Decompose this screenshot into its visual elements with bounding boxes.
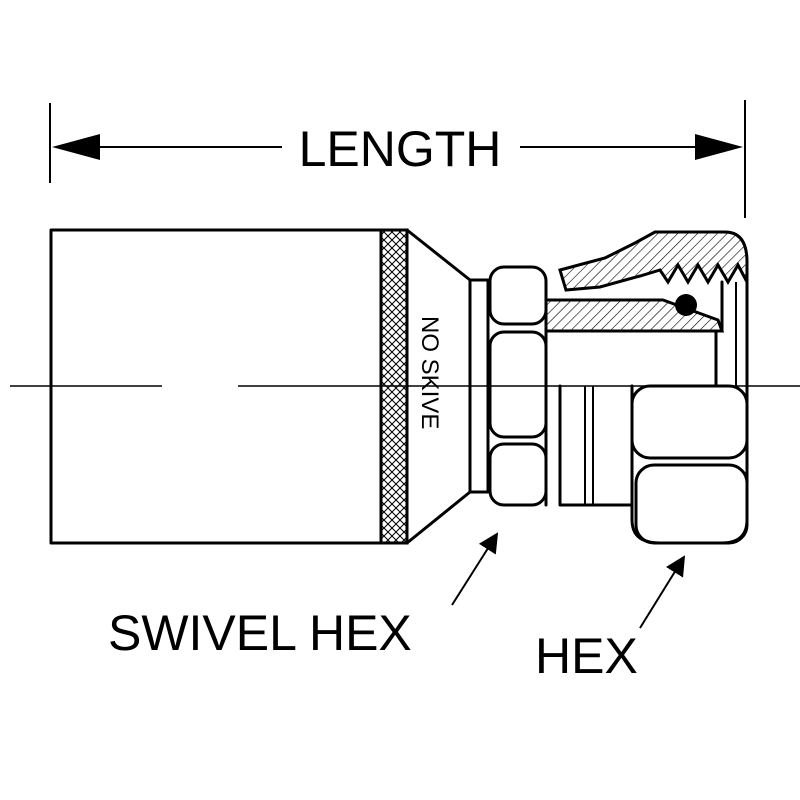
section-cutaway — [544, 230, 749, 333]
length-label: LENGTH — [299, 121, 502, 177]
hex-callout: HEX — [535, 555, 686, 684]
stem — [544, 329, 722, 507]
hex-label: HEX — [535, 628, 638, 684]
no-skive-label: NO SKIVE — [416, 316, 443, 429]
stem-bore — [544, 329, 634, 507]
length-arrow-right — [695, 134, 743, 160]
hex-leader — [639, 555, 686, 629]
hex-face-lower — [634, 463, 749, 545]
length-dimension: LENGTH — [49, 100, 746, 218]
ferrule: NO SKIVE — [49, 228, 472, 545]
hex-nut-outline — [714, 280, 724, 388]
nut-section — [558, 230, 749, 292]
swivel-hex-collar — [468, 278, 490, 494]
o-ring — [675, 294, 697, 316]
hex-face-upper — [630, 384, 749, 460]
swivel-hex-callout: SWIVEL HEX — [108, 532, 499, 661]
hex-nut — [630, 260, 749, 545]
swivel-hex-face-bottom — [488, 442, 548, 507]
length-arrow-left — [52, 134, 100, 160]
swivel-hex-leader — [451, 532, 499, 606]
knurl-band — [379, 228, 409, 545]
swivel-hex-face-top — [488, 265, 548, 326]
swivel-hex-label: SWIVEL HEX — [108, 605, 412, 661]
swivel-hex-face-middle — [488, 330, 548, 439]
